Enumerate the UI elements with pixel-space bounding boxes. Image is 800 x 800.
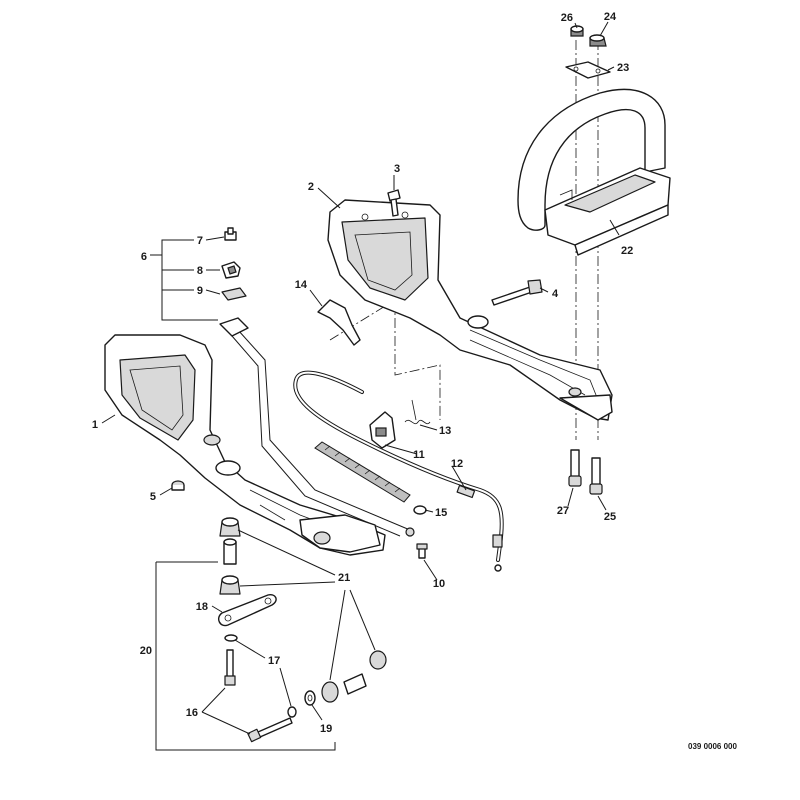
callout-23: 23	[617, 62, 629, 74]
part-24-nut	[589, 34, 607, 47]
part-3-screw	[387, 189, 401, 217]
callout-12: 12	[451, 458, 463, 470]
part-7-screw	[224, 227, 237, 241]
callout-20: 20	[140, 645, 152, 657]
part-19-washer	[304, 690, 316, 706]
part-15-spring-hose	[314, 441, 427, 515]
callout-15: 15	[435, 507, 447, 519]
callout-21: 21	[338, 572, 350, 584]
part-9-plate	[221, 287, 247, 301]
part-14-lever	[317, 299, 361, 346]
callout-9: 9	[197, 285, 203, 297]
callout-25: 25	[604, 511, 616, 523]
callout-2: 2	[308, 181, 314, 193]
callout-13: 13	[439, 425, 451, 437]
part-17-washers	[224, 634, 297, 718]
part-10-screw	[416, 543, 428, 559]
callout-11: 11	[413, 449, 425, 461]
callout-6: 6	[141, 251, 147, 263]
part-6-control-rods	[219, 317, 415, 537]
callout-24: 24	[604, 11, 617, 23]
part-11-trigger	[369, 411, 396, 449]
callout-18: 18	[196, 601, 208, 613]
part-4-bolt	[491, 279, 543, 306]
part-5-nut	[171, 480, 185, 491]
callout-22: 22	[621, 245, 633, 257]
part-21-av-elements	[219, 517, 387, 703]
callout-labels: 1 2 3 4 5 6 7 8 9 10 11 12 13 14 15 16 1…	[92, 11, 738, 751]
callout-16: 16	[186, 707, 198, 719]
callout-7: 7	[197, 235, 203, 247]
part-8-clip	[221, 261, 241, 279]
part-22-bow-handle	[517, 88, 671, 256]
drawing-code: 039 0006 000	[688, 742, 737, 751]
part-2-handle-housing	[327, 199, 613, 421]
part-1-rear-handle	[104, 334, 386, 556]
part-26-nut	[570, 25, 584, 37]
part-13-spring	[404, 399, 431, 425]
callout-3: 3	[394, 163, 400, 175]
leader-lines	[101, 21, 620, 751]
callout-19: 19	[320, 723, 332, 735]
part-27-screw	[568, 449, 582, 487]
callout-25-top: 26	[561, 12, 573, 24]
part-16-screws	[224, 649, 293, 743]
part-25-screw	[589, 457, 603, 495]
callout-27: 27	[557, 505, 569, 517]
part-12-throttle-cable	[293, 370, 504, 572]
callout-1: 1	[92, 419, 98, 431]
part-23-plate	[565, 61, 611, 79]
callout-4: 4	[552, 288, 559, 300]
callout-14: 14	[295, 279, 308, 291]
callout-10: 10	[433, 578, 445, 590]
callout-17: 17	[268, 655, 280, 667]
callout-8: 8	[197, 265, 203, 277]
callout-5: 5	[150, 491, 156, 503]
part-18-link-plate	[218, 593, 277, 627]
